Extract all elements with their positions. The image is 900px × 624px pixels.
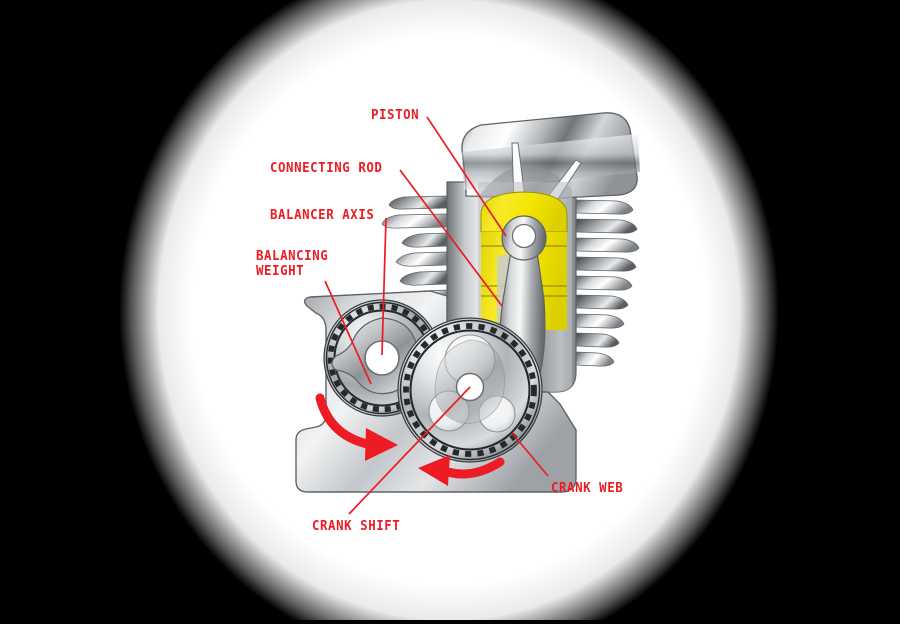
piston-crown — [480, 191, 568, 233]
piston-pin-bore — [511, 223, 537, 249]
crank-gear-teeth — [399, 319, 541, 461]
label-piston: PISTON — [371, 107, 420, 123]
label-balancing-weight-line2: WEIGHT — [256, 263, 305, 279]
label-balancer-axis: BALANCER AXIS — [270, 207, 375, 223]
leader-lines — [324, 116, 549, 515]
label-balancing-weight: BALANCING WEIGHT — [256, 249, 335, 279]
label-crank-shift: CRANK SHIFT — [312, 518, 401, 534]
label-crank-web: CRANK WEB — [551, 480, 624, 496]
balancer-rotation-arrow — [315, 393, 398, 461]
label-connecting-rod: CONNECTING ROD — [270, 160, 383, 176]
connecting-rod-leader — [399, 169, 503, 307]
crank-shift-leader — [348, 386, 471, 515]
crank-rotation-arrow — [418, 455, 505, 486]
label-balancing-weight-line1: BALANCING — [256, 248, 329, 264]
balancer-axis-leader — [381, 217, 387, 356]
crank-web-leader — [511, 432, 549, 477]
piston-leader — [426, 116, 507, 237]
balancing-weight-leader — [324, 280, 372, 385]
